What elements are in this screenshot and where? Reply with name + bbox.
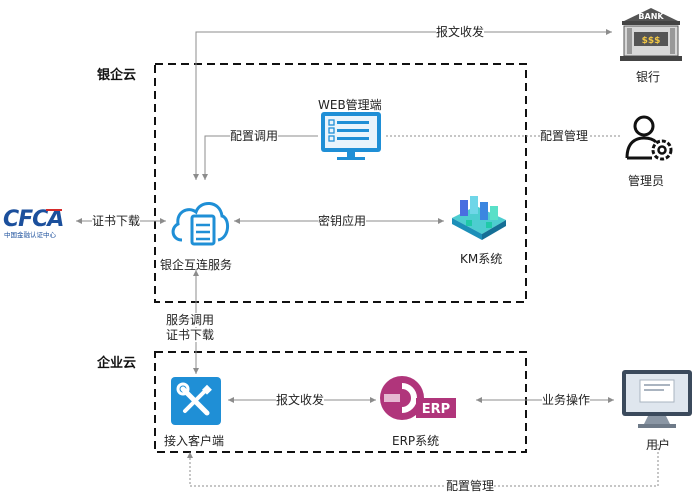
label-config-manage-top: 配置管理 (540, 129, 589, 143)
client-label: 接入客户端 (164, 434, 225, 448)
erp-badge: ERP (422, 402, 450, 417)
bank-cloud-title: 银企云 (97, 68, 137, 83)
bank-icon: BANK $$$ (620, 8, 682, 61)
bank-sign: BANK (638, 12, 664, 21)
label-business-op: 业务操作 (542, 393, 591, 407)
edge-config-manage-bottom (187, 444, 659, 487)
admin-user-gear-icon (625, 115, 673, 161)
km-system-icon (452, 196, 506, 240)
web-admin-monitor-icon (321, 112, 381, 160)
km-label: KM系统 (460, 252, 503, 266)
label-report-top: 报文收发 (436, 25, 485, 39)
cfca-logo-sub: 中国金融认证中心 (4, 230, 57, 239)
erp-icon: ERP (380, 376, 456, 420)
erp-label: ERP系统 (392, 434, 440, 448)
client-tools-icon (171, 377, 221, 425)
admin-label: 管理员 (628, 174, 665, 188)
cfca-logo-icon: CFCA 中国金融认证中心 (3, 207, 64, 239)
label-cert-download-left: 证书下载 (92, 214, 141, 228)
label-config-manage-bottom: 配置管理 (446, 479, 495, 493)
web-admin-label: WEB管理端 (318, 98, 382, 112)
bank-money: $$$ (642, 36, 661, 46)
label-cert-download-mid: 证书下载 (166, 328, 215, 342)
user-monitor-icon (622, 370, 692, 428)
label-service-call: 服务调用 (166, 313, 215, 327)
cloud-server-icon (171, 202, 229, 246)
edge-report-bank (193, 29, 612, 180)
user-label: 用户 (646, 438, 671, 452)
label-report-bottom: 报文收发 (276, 393, 325, 407)
label-config-call: 配置调用 (230, 129, 279, 143)
bank-link-label: 银企互连服务 (160, 258, 233, 272)
enterprise-cloud-title: 企业云 (97, 356, 137, 371)
bank-label: 银行 (636, 70, 661, 84)
edge-config-call (202, 135, 318, 180)
cfca-logo-text: CFCA (3, 207, 63, 232)
label-key-usage: 密钥应用 (318, 214, 367, 228)
